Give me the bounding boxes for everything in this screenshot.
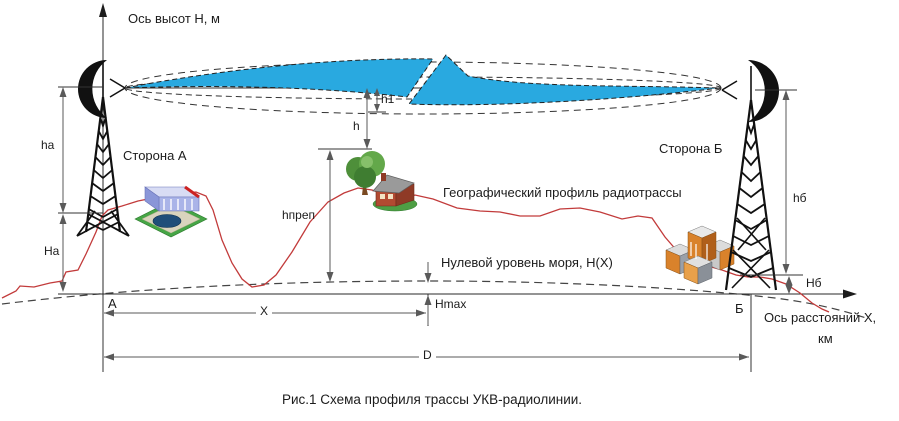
side-a-label: Сторона А xyxy=(123,148,187,163)
label-Ha: На xyxy=(44,244,60,258)
label-Hmax: Hmax xyxy=(435,297,467,311)
dimension-hb xyxy=(782,90,790,274)
distance-axis-label: Ось расстояний Х, xyxy=(764,310,877,325)
distance-axis-unit: км xyxy=(818,331,833,346)
dimension-h1 xyxy=(374,88,380,112)
sea-level-curve xyxy=(1,280,867,319)
dimension-Ha xyxy=(59,214,67,292)
profile-annotation: Географический профиль радиотрассы xyxy=(443,185,682,200)
sea-level-annotation: Нулевой уровень моря, Н(Х) xyxy=(441,255,613,270)
label-X: X xyxy=(256,304,273,319)
dimension-ha xyxy=(59,87,67,213)
antenna-tower-b xyxy=(721,59,780,291)
dimension-Hmax xyxy=(424,262,432,325)
point-a-label: А xyxy=(108,296,117,311)
buildings-b-icon xyxy=(665,225,735,285)
label-D: D xyxy=(419,348,436,363)
building-a-icon xyxy=(134,185,208,238)
side-b-label: Сторона Б xyxy=(659,141,723,156)
label-Hb: Нб xyxy=(806,276,822,290)
dimension-h xyxy=(363,88,371,149)
label-hb: hб xyxy=(793,191,807,205)
dimension-Hb xyxy=(785,276,793,294)
house-icon xyxy=(372,173,418,212)
label-ha: ha xyxy=(41,138,55,152)
label-h1: h1 xyxy=(381,92,395,106)
height-axis-label: Ось высот Н, м xyxy=(128,11,220,26)
lightning-bolt-icon xyxy=(124,54,721,106)
label-h-obstacle: hпреп xyxy=(282,208,316,222)
distance-axis xyxy=(58,289,857,299)
dimension-h-obstacle xyxy=(326,150,334,282)
antenna-tower-a xyxy=(76,60,130,237)
tree-icon xyxy=(346,151,385,195)
point-b-label: Б xyxy=(735,301,744,316)
label-h: h xyxy=(353,119,360,133)
figure-caption: Рис.1 Схема профиля трассы УКВ-радиолини… xyxy=(281,392,583,407)
